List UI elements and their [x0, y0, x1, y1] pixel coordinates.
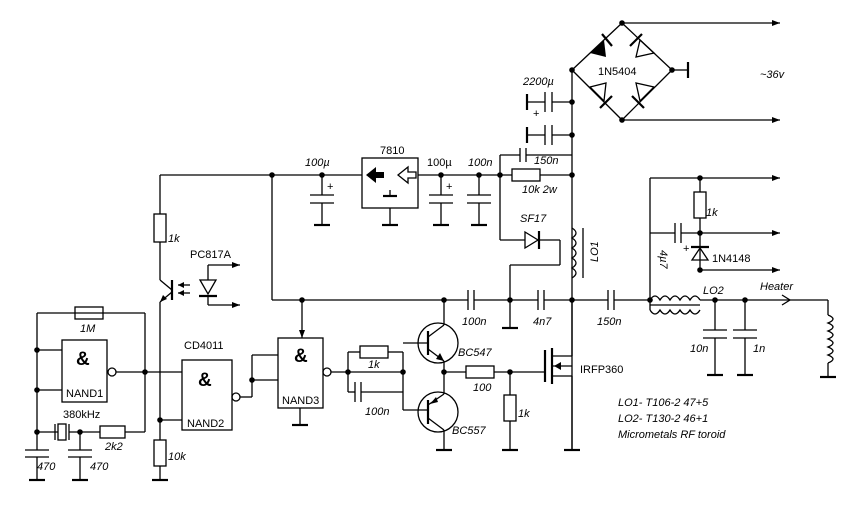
svg-text:+: + — [327, 181, 333, 193]
freq-label: 380kHz — [63, 409, 100, 421]
nand1-label: NAND1 — [66, 388, 103, 400]
optocoupler-label: PC817A — [190, 249, 232, 261]
oscillator — [25, 306, 182, 482]
dropper-cap-label: 150n — [534, 155, 558, 167]
reg-out-cap-label: 100µ — [427, 157, 452, 169]
sf17-lo1 — [499, 175, 584, 300]
heater-label: Heater — [760, 281, 794, 293]
cap-4u7-label: 4µ7 — [657, 250, 669, 269]
nand2-symbol: & — [198, 370, 212, 391]
note-lo2: LO2- T130-2 46+1 — [618, 413, 708, 425]
mosfet — [543, 300, 580, 452]
output-network — [271, 175, 650, 330]
lo2-label: LO2 — [703, 285, 724, 297]
totem-pole-driver — [347, 300, 545, 452]
optocoupler-feedback — [152, 213, 240, 482]
res-2k2-label: 2k2 — [104, 441, 123, 453]
cap-10n-label: 10n — [690, 343, 708, 355]
mosfet-label: IRFP360 — [580, 364, 623, 376]
sense-res-label: 1k — [706, 207, 718, 219]
hv-rail: + — [525, 70, 575, 450]
cap-1n-label: 1n — [753, 343, 765, 355]
couple-cap-label: 100n — [462, 316, 486, 328]
nand3-gate — [277, 300, 403, 427]
bulk-cap-label: 2200µ — [522, 76, 554, 88]
svg-text:+: + — [446, 181, 452, 193]
nand3-symbol: & — [294, 346, 308, 367]
svg-text:+: + — [533, 108, 539, 120]
lo2-heater — [649, 294, 836, 379]
nand1-symbol: & — [76, 349, 90, 370]
nand2-gate — [160, 354, 278, 431]
dropper-res-label: 10k 2w — [522, 184, 558, 196]
cap-4n7-label: 4n7 — [533, 316, 552, 328]
logic-ic-label: CD4011 — [184, 340, 224, 352]
note-lo1: LO1- T106-2 47+5 — [618, 397, 709, 409]
nand2-label: NAND2 — [187, 418, 224, 430]
note-toroid: Micrometals RF toroid — [618, 429, 726, 441]
nand3-label: NAND3 — [282, 395, 319, 407]
low-voltage-supply: + + — [159, 148, 572, 227]
res-10k-label: 10k — [168, 451, 186, 463]
bridge-rectifier — [569, 20, 780, 123]
res-1m-label: 1M — [80, 323, 96, 335]
gate-res-label: 100 — [473, 382, 492, 394]
cap-470-a-label: 470 — [37, 461, 56, 473]
sf17-label: SF17 — [520, 213, 547, 225]
reg-in-cap-label: 100µ — [305, 157, 330, 169]
lo1-label: LO1 — [589, 241, 601, 262]
base-res-label: 1k — [368, 359, 380, 371]
supply-voltage-label: ~36v — [760, 69, 786, 81]
regulator-label: 7810 — [380, 145, 404, 157]
bridge-label: 1N5404 — [598, 66, 637, 78]
base-cap-label: 100n — [365, 406, 389, 418]
gate-pulldown-label: 1k — [518, 408, 530, 420]
opto-res-label: 1k — [168, 233, 180, 245]
svg-text:+: + — [683, 243, 689, 255]
out-cap-label: 150n — [597, 316, 621, 328]
cap-470-b-label: 470 — [90, 461, 109, 473]
sense-circuit: + — [647, 175, 780, 303]
npn-label: BC547 — [458, 347, 493, 359]
reg-out-cap2-label: 100n — [468, 157, 492, 169]
pnp-label: BC557 — [452, 425, 487, 437]
diode-1n4148-label: 1N4148 — [712, 253, 751, 265]
